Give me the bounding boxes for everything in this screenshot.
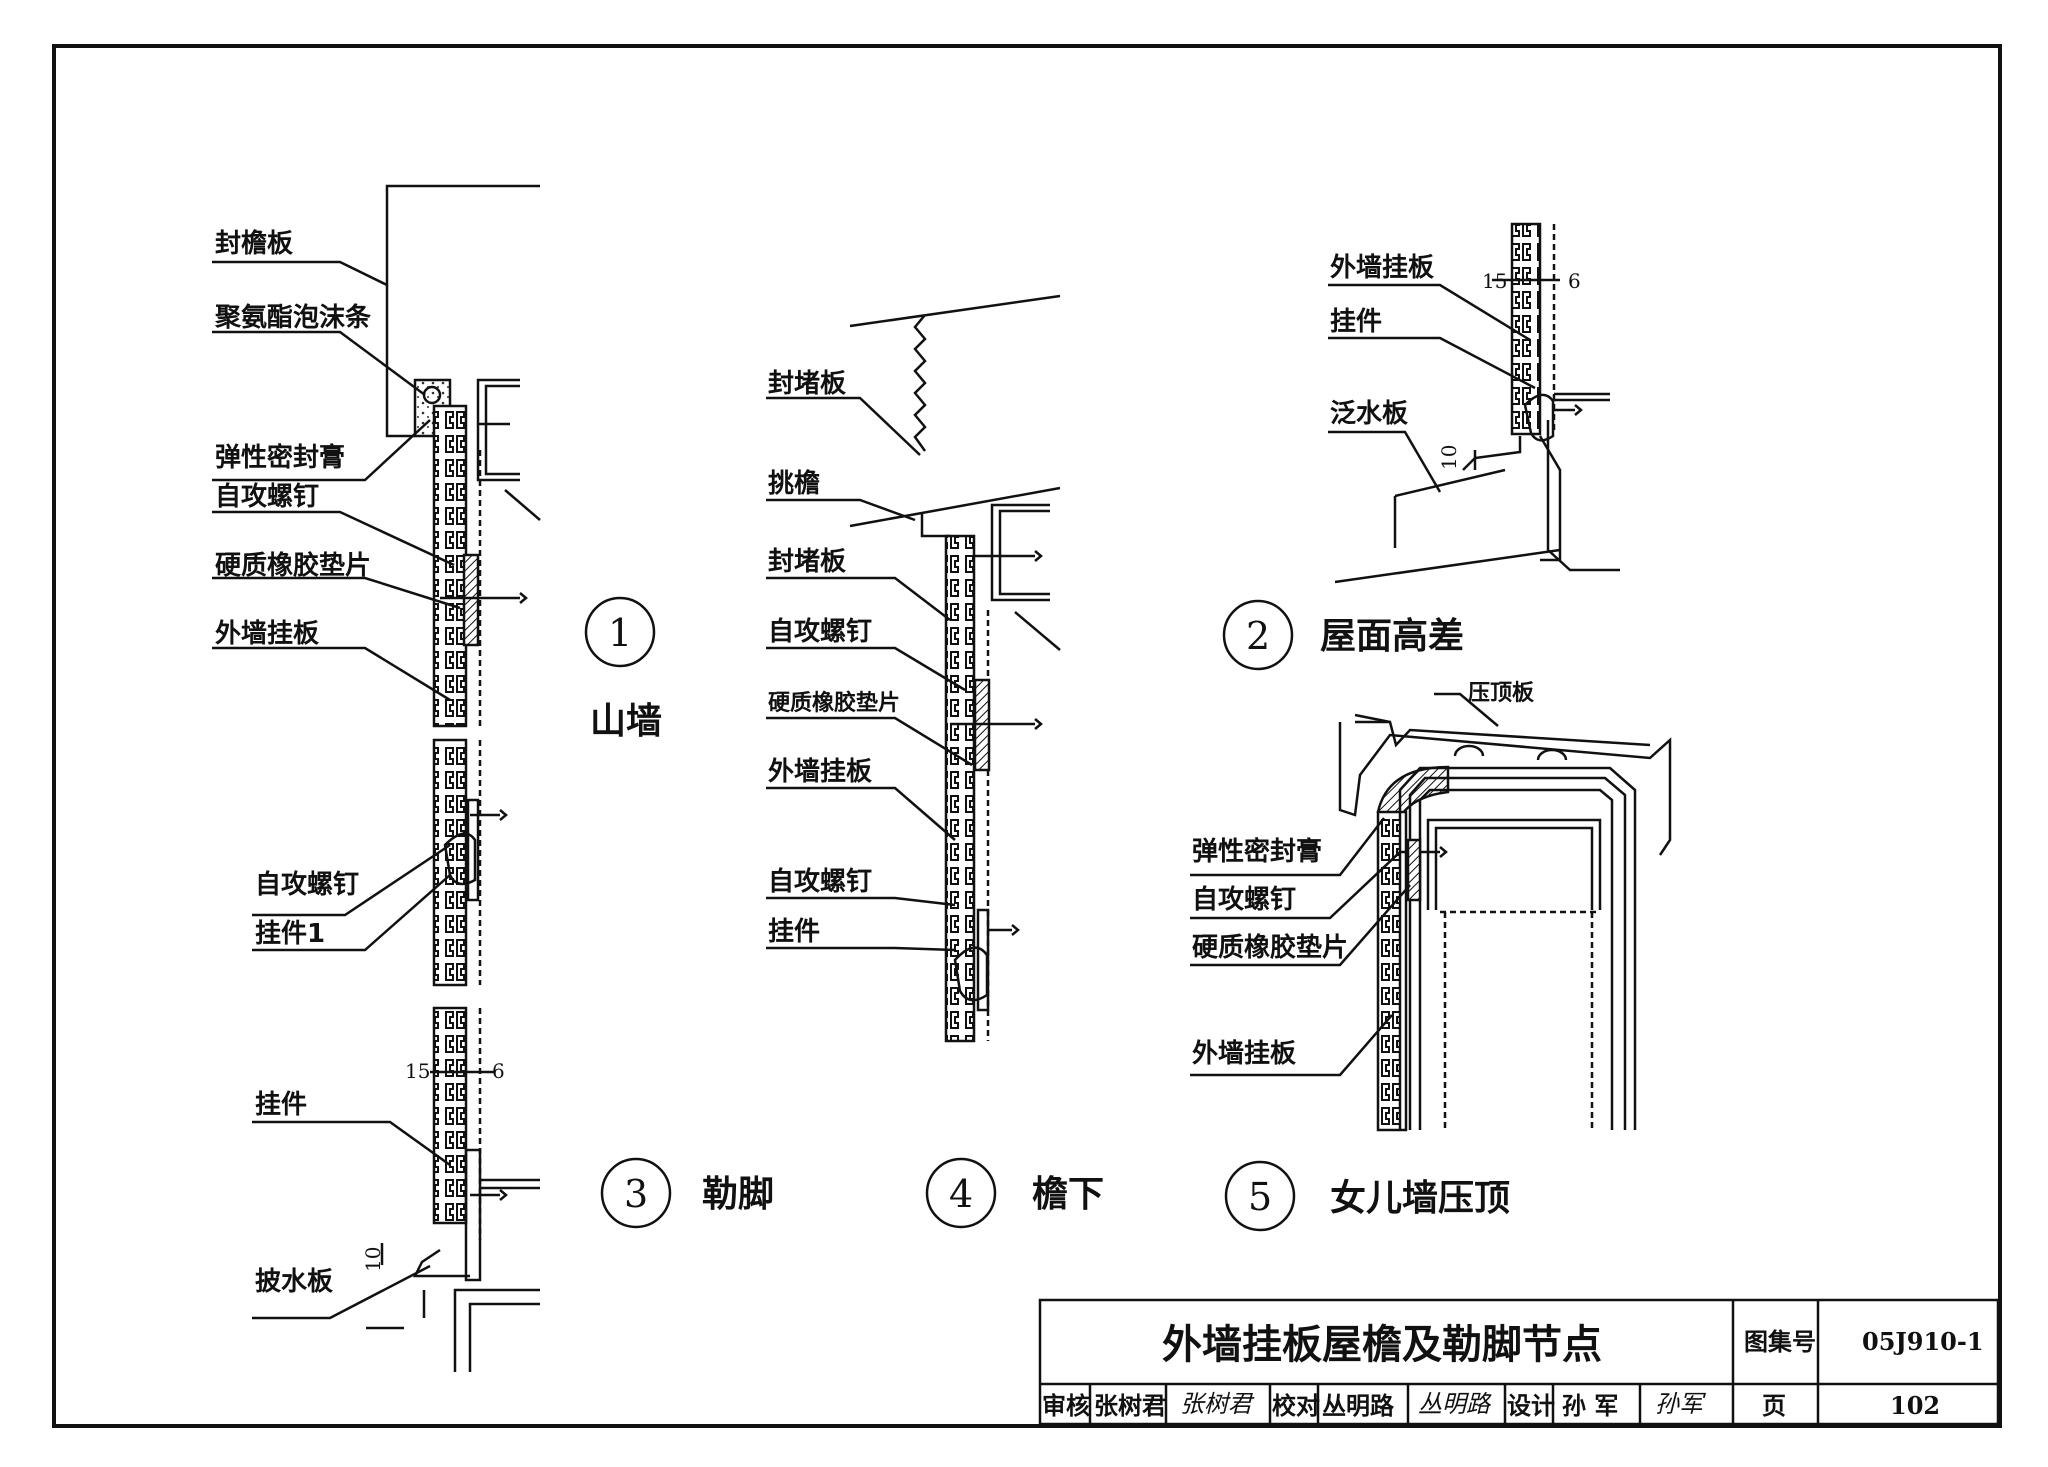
sheet-title: 外墙挂板屋檐及勒脚节点	[1162, 1322, 1602, 1368]
d5-label-sealant: 弹性密封膏	[1192, 836, 1322, 867]
d2-label-flashing: 泛水板	[1330, 399, 1408, 429]
detail-5-parapet-coping	[1190, 692, 1672, 1132]
d5-label-gasket: 硬质橡胶垫片	[1192, 932, 1348, 963]
d3-label-hanger: 挂件	[255, 1090, 307, 1120]
detail-2-roof-step	[1328, 222, 1620, 584]
d5-label-screw: 自攻螺钉	[1192, 884, 1296, 915]
atlas-label: 图集号	[1744, 1328, 1816, 1356]
designer-name: 孙 军	[1562, 1392, 1618, 1420]
checker-name: 丛明路	[1322, 1392, 1395, 1420]
d1-label-screw-2: 自攻螺钉	[255, 869, 359, 900]
d4-label-panel: 外墙挂板	[768, 757, 872, 787]
page-label: 页	[1762, 1392, 1786, 1420]
d2-label-panel: 外墙挂板	[1330, 253, 1434, 283]
detail-number-3: 3	[624, 1172, 648, 1216]
review-label: 审核	[1042, 1392, 1090, 1420]
detail-title-4: 檐下	[1032, 1174, 1104, 1215]
sheet-border	[52, 44, 2002, 1428]
designer-signature: 孙军	[1655, 1390, 1706, 1418]
detail-number-5: 5	[1248, 1175, 1272, 1219]
d4-label-hanger: 挂件	[768, 917, 820, 947]
detail-number-2: 2	[1246, 614, 1270, 658]
detail-title-5: 女儿墙压顶	[1330, 1178, 1510, 1219]
detail-circle-4	[925, 1157, 997, 1229]
d4-label-screw-2: 自攻螺钉	[768, 866, 872, 897]
detail-1-gable	[212, 184, 541, 1372]
detail-title-1: 山墙	[590, 701, 662, 742]
d4-label-closure-2: 封堵板	[768, 547, 846, 577]
d1-label-sealant: 弹性密封膏	[215, 442, 345, 473]
d2-dim-10: 10	[1437, 445, 1461, 470]
d2-dim-6: 6	[1568, 269, 1581, 293]
detail-title-2: 屋面高差	[1320, 616, 1464, 657]
d2-label-hanger: 挂件	[1330, 307, 1382, 337]
d4-label-screw: 自攻螺钉	[768, 616, 872, 647]
check-label: 校对	[1272, 1392, 1320, 1420]
title-block-frame	[1038, 1298, 2000, 1426]
d4-label-gasket: 硬质橡胶垫片	[768, 690, 900, 716]
d1-label-foam: 聚氨酯泡沫条	[214, 302, 372, 333]
detail-circle-2	[1222, 599, 1294, 671]
detail-4-eave	[766, 294, 1061, 1043]
reviewer-name: 张树君	[1094, 1392, 1166, 1420]
detail-number-1: 1	[608, 611, 632, 655]
detail-circle-5	[1224, 1160, 1296, 1232]
d1-label-screw: 自攻螺钉	[215, 481, 319, 512]
d3-dim-6: 6	[492, 1059, 505, 1083]
d2-dim-15: 15	[1482, 269, 1507, 293]
d5-label-panel: 外墙挂板	[1192, 1039, 1296, 1069]
atlas-number: 05J910-1	[1862, 1327, 1984, 1356]
d3-dim-10: 10	[361, 1247, 385, 1272]
d4-label-overhang: 挑檐	[768, 468, 820, 499]
page-number: 102	[1890, 1391, 1940, 1420]
checker-signature: 丛明路	[1418, 1390, 1492, 1418]
detail-number-4: 4	[949, 1172, 973, 1216]
d3-dim-15: 15	[405, 1059, 430, 1083]
d1-label-panel: 外墙挂板	[215, 619, 319, 649]
reviewer-signature: 张树君	[1180, 1390, 1255, 1418]
d1-label-gasket: 硬质橡胶垫片	[215, 550, 371, 581]
detail-circle-1	[584, 596, 656, 668]
d5-label-coping: 压顶板	[1468, 681, 1535, 706]
design-label: 设计	[1507, 1392, 1555, 1420]
d4-label-closure: 封堵板	[768, 369, 846, 399]
d3-label-drip: 披水板	[255, 1267, 333, 1297]
detail-circle-3	[600, 1157, 672, 1229]
d1-label-fascia: 封檐板	[215, 228, 293, 259]
detail-title-3: 勒脚	[702, 1174, 774, 1215]
d1-label-hanger: 挂件1	[255, 919, 325, 949]
